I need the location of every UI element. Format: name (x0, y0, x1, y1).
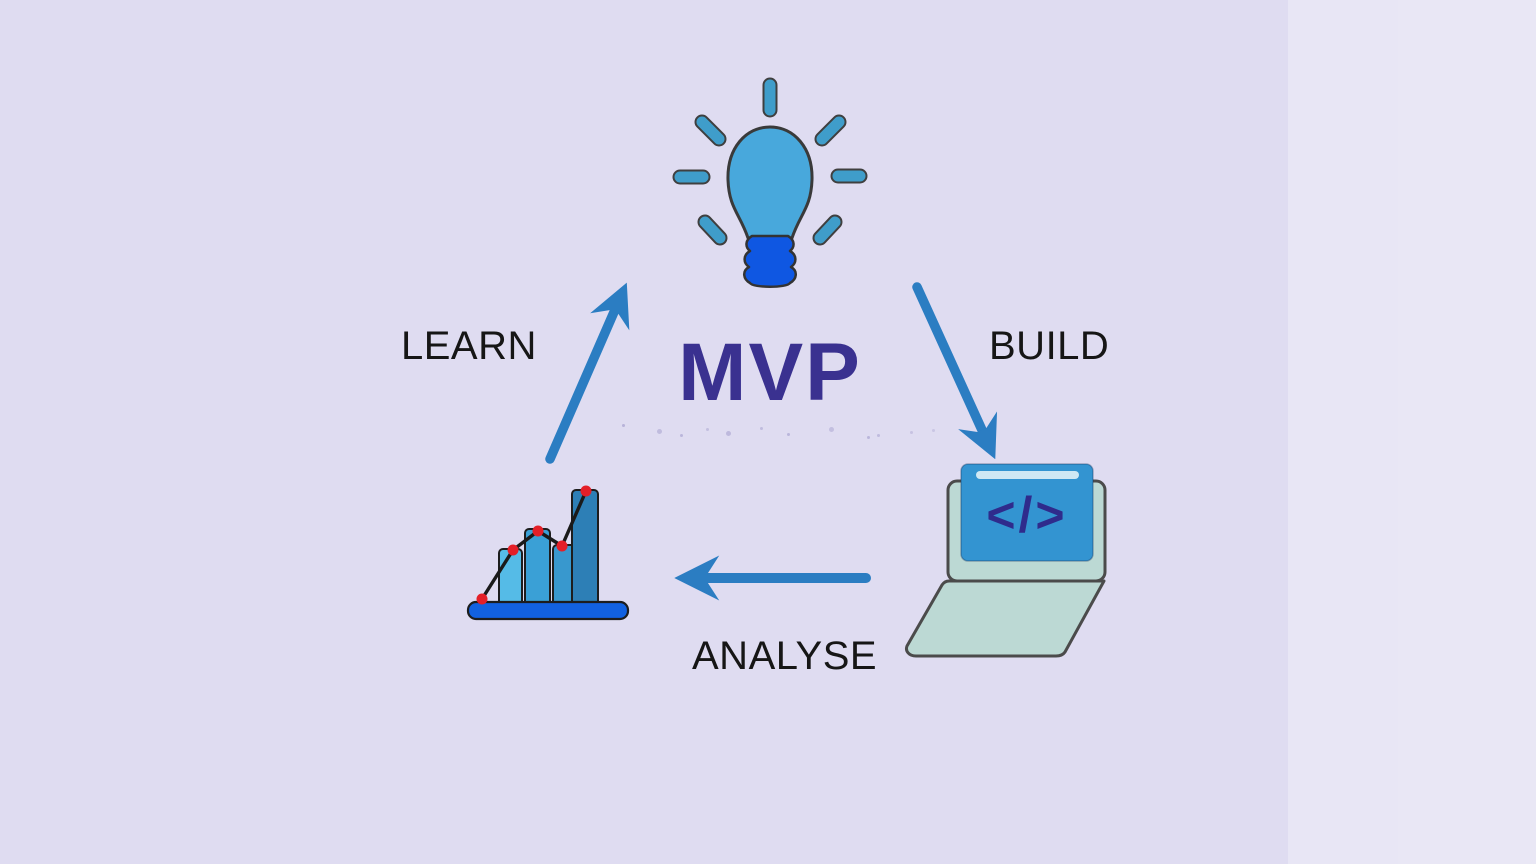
bar-chart-icon (466, 485, 630, 621)
light-rays (674, 79, 866, 244)
code-icon: </> (986, 487, 1067, 543)
bulb-glass (726, 125, 814, 240)
chart-bar-4 (571, 489, 599, 610)
chart-data-points (476, 485, 592, 605)
chart-bar-2 (524, 528, 551, 610)
laptop-screen-panel (960, 463, 1094, 562)
bulb-base (743, 234, 797, 288)
build-arrow (912, 282, 998, 460)
chart-base (466, 600, 630, 621)
step-label-learn: LEARN (401, 324, 537, 368)
mvp-title: MVP (678, 327, 862, 418)
lightbulb-icon (672, 77, 868, 288)
watermark-remnant (622, 424, 625, 427)
learn-arrow (545, 282, 630, 464)
laptop-code-icon: </> (905, 463, 1107, 658)
step-label-build: BUILD (989, 324, 1110, 368)
screen-top-bar (976, 471, 1079, 479)
step-label-analyse: ANALYSE (692, 634, 878, 678)
laptop-keyboard (905, 579, 1106, 658)
chart-bar-1 (498, 548, 523, 610)
